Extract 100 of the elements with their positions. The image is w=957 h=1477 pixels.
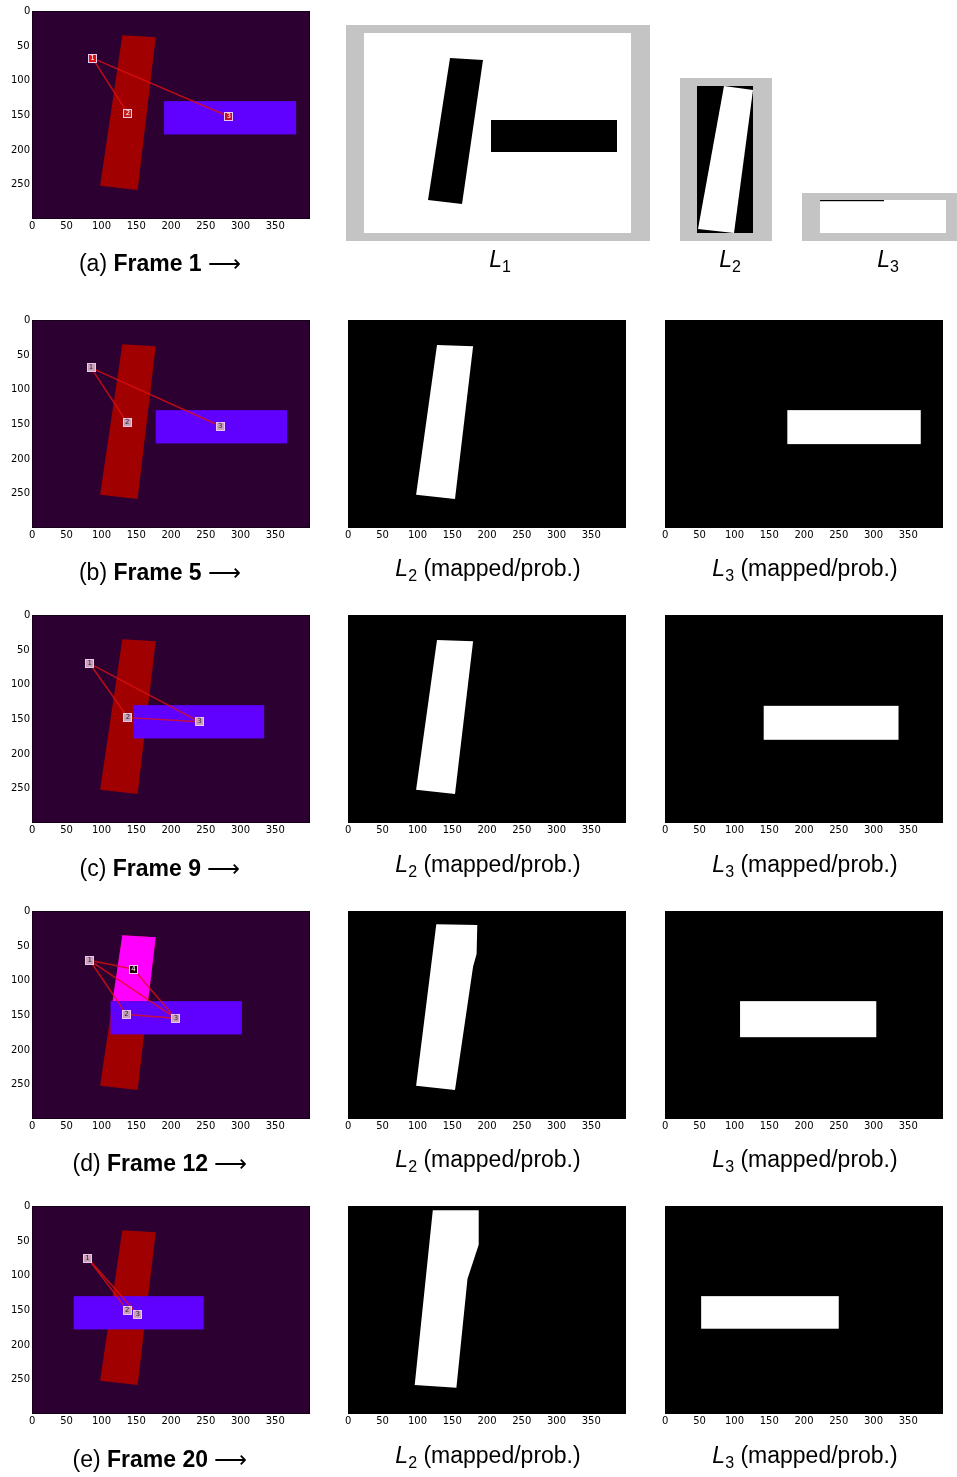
tick-label: 0: [345, 529, 352, 541]
tick-label: 150: [442, 1415, 462, 1427]
tick-label: 250: [196, 824, 216, 836]
track-line: [94, 61, 126, 110]
tick-label: 100: [408, 1120, 428, 1132]
tick-label: 50: [60, 1415, 73, 1427]
tick-label: 0: [662, 824, 669, 836]
panel-caption: L$_{3}$ (mapped/prob.): [712, 553, 898, 587]
tick-label: 50: [376, 824, 389, 836]
tick-label: 0: [29, 1120, 36, 1132]
tick-label: 250: [829, 1415, 849, 1427]
tick-label: 150: [442, 1120, 462, 1132]
tick-label: 300: [231, 220, 251, 232]
tick-label: 200: [794, 1120, 814, 1132]
tick-label: 200: [477, 529, 497, 541]
tick-label: 250: [512, 1120, 532, 1132]
tick-label: 0: [24, 609, 31, 621]
tick-label: 50: [376, 529, 389, 541]
tick-label: 350: [898, 529, 918, 541]
tick-label: 50: [17, 348, 30, 361]
tick-label: 350: [265, 1120, 285, 1132]
tick-label: 100: [92, 824, 112, 836]
tick-label: 300: [547, 824, 567, 836]
tick-label: 250: [11, 1373, 31, 1386]
tick-label: 350: [898, 824, 918, 836]
tick-label: 300: [864, 1415, 884, 1427]
tick-label: 50: [17, 39, 30, 52]
tick-label: 300: [864, 1120, 884, 1132]
track-line: [93, 371, 125, 419]
tick-label: 200: [794, 824, 814, 836]
tick-label: 0: [24, 905, 31, 917]
tick-label: 100: [408, 1415, 428, 1427]
panel-caption: L$_{3}$ (mapped/prob.): [712, 1440, 898, 1474]
tick-label: 0: [24, 1200, 31, 1212]
tick-label: 0: [662, 1120, 669, 1132]
tick-label: 100: [725, 1120, 745, 1132]
tick-label: 200: [161, 824, 181, 836]
tick-label: 350: [265, 824, 285, 836]
tick-label: 200: [11, 1043, 31, 1056]
tick-label: 0: [29, 824, 36, 836]
tick-label: 100: [92, 1415, 112, 1427]
tick-label: 0: [345, 1120, 352, 1132]
tick-label: 200: [477, 824, 497, 836]
tick-label: 150: [11, 109, 31, 121]
tick-label: 150: [11, 713, 31, 725]
tick-label: 300: [864, 529, 884, 541]
panel-caption: L$_{2}$: [719, 244, 741, 278]
tick-label: 300: [231, 824, 251, 836]
tick-label: 100: [92, 1120, 112, 1132]
tick-label: 50: [60, 824, 73, 836]
tick-label: 50: [60, 529, 73, 541]
tick-label: 250: [11, 487, 31, 500]
tick-label: 250: [11, 1078, 31, 1091]
panel-caption: L$_{1}$: [489, 244, 511, 278]
track-line: [96, 59, 225, 116]
tick-label: 0: [662, 529, 669, 541]
tick-label: 350: [265, 1415, 285, 1427]
tick-label: 300: [547, 1415, 567, 1427]
tick-label: 250: [829, 1120, 849, 1132]
tick-label: 250: [829, 529, 849, 541]
tick-label: 0: [29, 529, 36, 541]
tick-label: 150: [11, 418, 31, 430]
tick-label: 100: [408, 529, 428, 541]
panel-caption: L$_{3}$ (mapped/prob.): [712, 1144, 898, 1178]
tick-label: 50: [17, 643, 30, 656]
track-line: [90, 1261, 125, 1307]
tick-label: 250: [11, 782, 31, 795]
tick-label: 150: [759, 824, 779, 836]
track-line: [130, 1013, 173, 1019]
tick-label: 350: [581, 1120, 601, 1132]
tick-label: 300: [864, 824, 884, 836]
track-line: [93, 960, 130, 970]
track-line: [131, 717, 196, 723]
tick-label: 150: [11, 1304, 31, 1316]
tick-label: 300: [231, 529, 251, 541]
tick-label: 250: [512, 1415, 532, 1427]
tick-label: 250: [512, 824, 532, 836]
tick-label: 0: [662, 1415, 669, 1427]
tick-label: 100: [11, 74, 31, 87]
tick-label: 200: [161, 1415, 181, 1427]
tick-label: 50: [693, 1120, 706, 1132]
tick-label: 350: [581, 529, 601, 541]
tick-label: 250: [196, 529, 216, 541]
track-line: [90, 1261, 135, 1311]
tick-label: 100: [725, 824, 745, 836]
tick-label: 100: [92, 220, 112, 232]
tick-label: 50: [60, 220, 73, 232]
tick-label: 200: [477, 1415, 497, 1427]
tick-label: 100: [11, 383, 31, 396]
panel-caption: L$_{2}$ (mapped/prob.): [395, 1440, 581, 1474]
panel-caption: L$_{3}$: [877, 244, 899, 278]
panel-caption: (b) Frame 5 ⟶: [78, 558, 242, 586]
tick-label: 100: [725, 529, 745, 541]
tick-label: 50: [376, 1415, 389, 1427]
panel-caption: L$_{2}$ (mapped/prob.): [395, 553, 581, 587]
tick-label: 150: [126, 220, 146, 232]
track-line: [136, 973, 173, 1015]
tick-label: 200: [794, 529, 814, 541]
track-line: [92, 964, 125, 1011]
tick-label: 0: [24, 5, 31, 17]
